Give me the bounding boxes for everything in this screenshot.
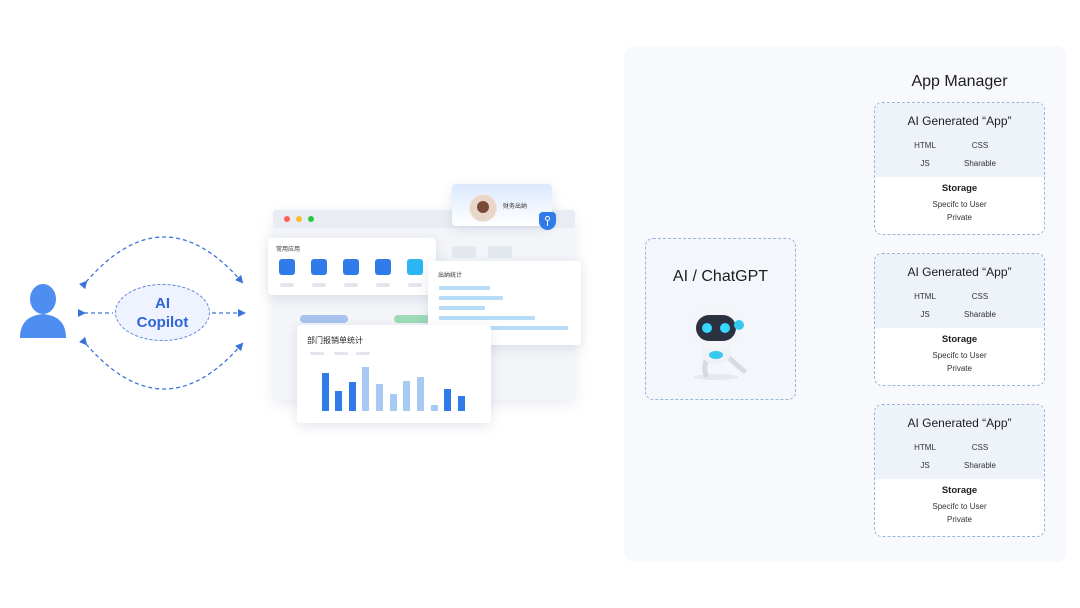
arc-top-arrow [79, 236, 244, 290]
window-close-icon [284, 216, 290, 222]
storage-line: Specifc to User [932, 351, 987, 360]
ai-copilot-node: AI Copilot [115, 284, 210, 341]
chart-bar [322, 373, 329, 411]
copilot-line2: Copilot [136, 313, 189, 331]
feature-sharable: Sharable [963, 310, 997, 319]
app-label-placeholder [408, 283, 422, 287]
chart-bar [335, 391, 342, 411]
placeholder-pill [300, 315, 348, 323]
legend-placeholder [356, 352, 370, 355]
placeholder-block [452, 246, 476, 258]
chart-bar [403, 381, 410, 411]
feature-js: JS [920, 159, 930, 168]
app-title: AI Generated “App” [907, 416, 1012, 430]
chart-bar [376, 384, 383, 411]
storage-line: Private [947, 364, 972, 373]
feature-sharable: Sharable [963, 461, 997, 470]
hbar [439, 326, 568, 330]
shield-key-icon [539, 212, 556, 230]
app-label-placeholder [312, 283, 326, 287]
chart-bar [390, 394, 397, 411]
chart-bar [431, 405, 438, 411]
storage-line: Private [947, 213, 972, 222]
app-label-placeholder [344, 283, 358, 287]
robot-icon [690, 305, 747, 380]
user-icon [20, 284, 66, 338]
dept-chart-title: 部门报销单统计 [307, 336, 363, 345]
pie-chart-icon[interactable] [279, 259, 295, 275]
storage-line: Private [947, 515, 972, 524]
copilot-line1: AI [155, 294, 170, 312]
legend-placeholder [334, 352, 348, 355]
app-label-placeholder [280, 283, 294, 287]
chart-bar [349, 382, 356, 411]
ai-title: AI / ChatGPT [672, 268, 769, 285]
app-card: AI Generated “App” HTML CSS JS Sharable … [874, 102, 1045, 235]
cashier-label: 财务出纳 [503, 204, 528, 210]
arc-bottom-arrow [79, 336, 244, 390]
feature-html: HTML [914, 141, 936, 150]
storage-line: Specifc to User [932, 200, 987, 209]
feature-js: JS [920, 310, 930, 319]
app-manager-title: App Manager [911, 73, 1008, 90]
avatar [469, 194, 497, 222]
legend-placeholder [310, 352, 324, 355]
chart-bar [417, 377, 424, 411]
feature-css: CSS [971, 141, 989, 150]
storage-line: Specifc to User [932, 502, 987, 511]
cashier-card [452, 184, 552, 226]
hbar [439, 316, 535, 320]
feature-html: HTML [914, 443, 936, 452]
app-title: AI Generated “App” [907, 265, 1012, 279]
chart-bar [362, 367, 369, 411]
document-icon[interactable] [311, 259, 327, 275]
chart-bar [458, 396, 465, 411]
app-card: AI Generated “App” HTML CSS JS Sharable … [874, 404, 1045, 537]
storage-title: Storage [941, 485, 978, 496]
app-card: AI Generated “App” HTML CSS JS Sharable … [874, 253, 1045, 386]
filter-icon[interactable] [375, 259, 391, 275]
hbar [439, 286, 490, 290]
storage-title: Storage [941, 334, 978, 345]
window-maximize-icon [308, 216, 314, 222]
placeholder-block [488, 246, 512, 258]
window-minimize-icon [296, 216, 302, 222]
spreadsheet-icon[interactable] [343, 259, 359, 275]
printer-icon[interactable] [407, 259, 423, 275]
common-apps-title: 常用应用 [276, 247, 301, 253]
chart-bar [444, 389, 451, 411]
storage-title: Storage [941, 183, 978, 194]
placeholder-pill [394, 315, 434, 323]
feature-html: HTML [914, 292, 936, 301]
hbar [439, 296, 503, 300]
feature-css: CSS [971, 443, 989, 452]
feature-css: CSS [971, 292, 989, 301]
app-title: AI Generated “App” [907, 114, 1012, 128]
feature-sharable: Sharable [963, 159, 997, 168]
hbar [439, 306, 485, 310]
app-label-placeholder [376, 283, 390, 287]
cashflow-title: 出纳统计 [438, 273, 463, 279]
feature-js: JS [920, 461, 930, 470]
